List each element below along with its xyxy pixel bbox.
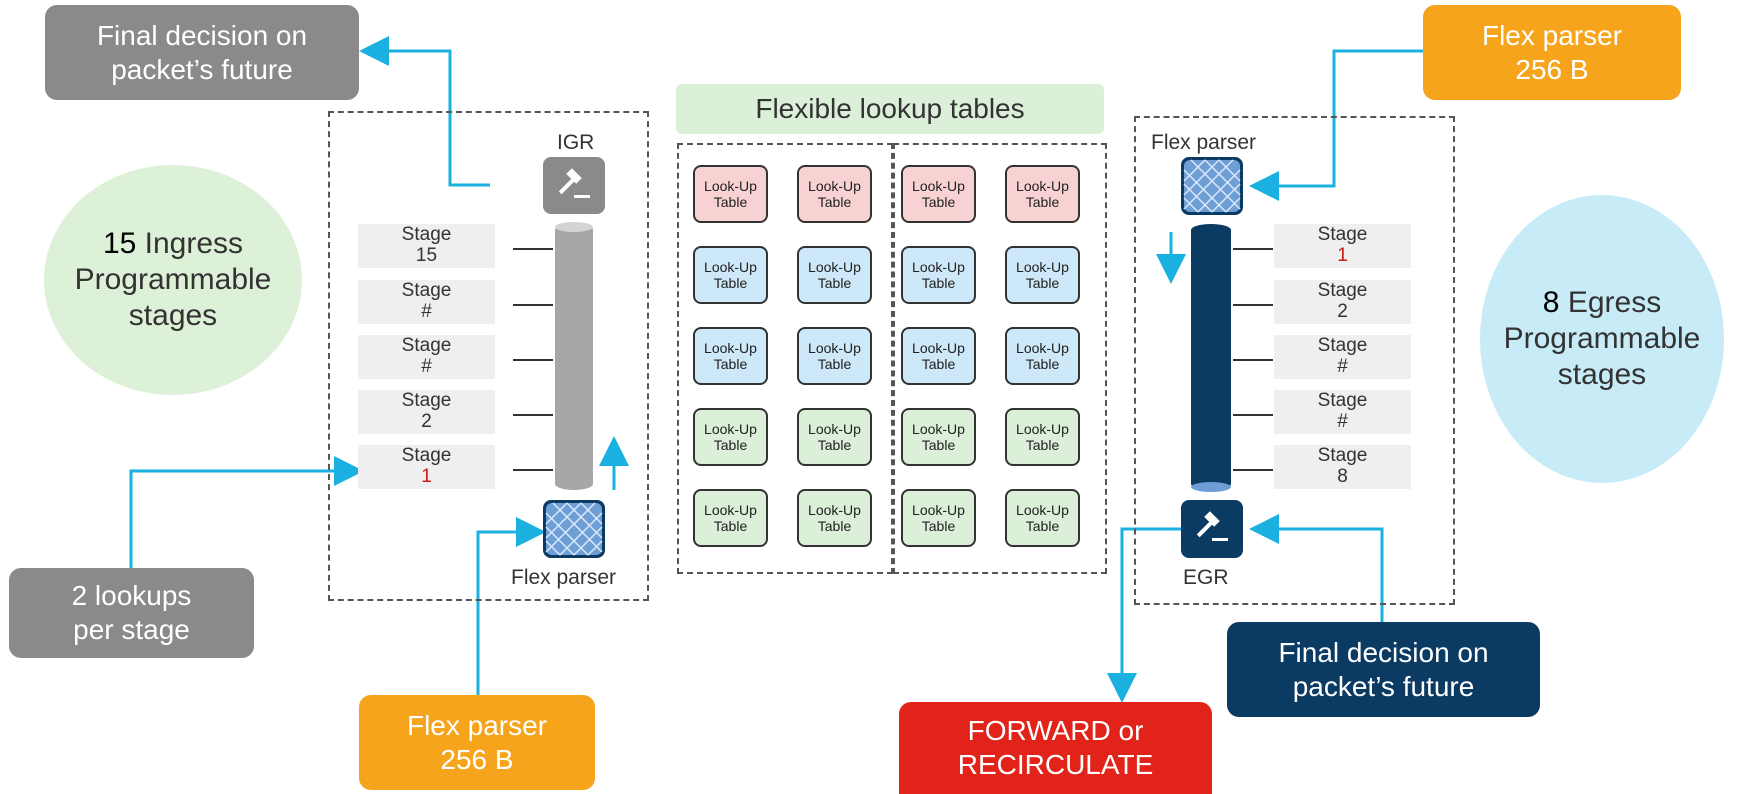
ingress-stage-1: Stage 1 — [358, 445, 495, 489]
egress-circle-line1: Egress — [1567, 286, 1662, 319]
ingress-pipe — [555, 224, 593, 490]
ingress-circle-line3: stages — [128, 299, 218, 332]
egress-tick — [1233, 469, 1273, 471]
ingress-tick — [513, 359, 553, 361]
lookup-group-right — [893, 143, 1107, 574]
forward-recirculate-callout: FORWARD or RECIRCULATE — [899, 702, 1212, 794]
ingress-pipeline-box — [328, 111, 649, 601]
arrow-igr-to-decision — [359, 36, 490, 187]
igr-gavel-icon — [543, 157, 605, 214]
ingress-stage-2: Stage 2 — [358, 390, 495, 434]
egr-label: EGR — [1183, 566, 1229, 589]
igr-label: IGR — [557, 131, 595, 154]
egress-tick — [1233, 414, 1273, 416]
ingress-tick — [513, 248, 553, 250]
arrow-parser-callout-to-parser — [476, 517, 546, 695]
lookup-title: Flexible lookup tables — [755, 93, 1025, 124]
egress-tick — [1233, 304, 1273, 306]
egress-pipeline-box — [1134, 116, 1455, 605]
egress-parser-callout: Flex parser 256 B — [1423, 5, 1681, 100]
egress-stages-circle: 8 Egress Programmable stages — [1480, 195, 1724, 483]
ingress-pipe-cap — [555, 222, 593, 232]
ingress-circle-line1: Ingress — [144, 227, 244, 260]
ingress-stage-hash-b: Stage # — [358, 335, 495, 379]
egress-tick — [1233, 248, 1273, 250]
ingress-tick — [513, 469, 553, 471]
ingress-stages-circle: 15 Ingress Programmable stages — [44, 165, 302, 395]
egress-stage-hash-b: Stage # — [1274, 390, 1411, 434]
egress-stage-hash-a: Stage # — [1274, 335, 1411, 379]
ingress-tick — [513, 414, 553, 416]
egress-decision-text: Final decision on packet’s future — [1278, 636, 1489, 702]
lookup-title-banner: Flexible lookup tables — [676, 84, 1104, 134]
ingress-stage-hash-a: Stage # — [358, 280, 495, 324]
ingress-stage-15: Stage 15 — [358, 224, 495, 268]
egress-circle-line2: Programmable — [1503, 322, 1701, 355]
ingress-decision-callout: Final decision on packet’s future — [45, 5, 359, 100]
egr-gavel-icon — [1181, 500, 1243, 558]
egress-stage-8: Stage 8 — [1274, 445, 1411, 489]
ingress-parser-callout: Flex parser 256 B — [359, 695, 595, 790]
arrow-egress-decision-to-egr — [1249, 514, 1384, 622]
egress-stage-1: Stage 1 — [1274, 224, 1411, 268]
lookup-group-left — [677, 143, 893, 574]
egress-parser-icon — [1181, 157, 1243, 215]
egress-parser-label: Flex parser — [1151, 131, 1257, 154]
egress-pipe-cap — [1191, 482, 1231, 492]
ingress-parser-label: Flex parser — [511, 566, 617, 589]
egress-decision-callout: Final decision on packet’s future — [1227, 622, 1540, 717]
arrow-lookups-to-stage1 — [129, 456, 364, 568]
egress-circle-line3: stages — [1557, 358, 1647, 391]
ingress-stage-count: 15 — [102, 227, 137, 260]
egress-stage-count: 8 — [1542, 286, 1560, 319]
arrow-egr-to-forward — [1107, 527, 1181, 703]
lookups-per-stage-callout: 2 lookups per stage — [9, 568, 254, 658]
egress-pipe — [1191, 224, 1231, 490]
ingress-decision-text: Final decision on packet’s future — [96, 19, 308, 85]
arrow-egress-parser-callout — [1249, 49, 1423, 201]
egress-tick — [1233, 359, 1273, 361]
ingress-tick — [513, 304, 553, 306]
egress-stage-2: Stage 2 — [1274, 280, 1411, 324]
ingress-circle-line2: Programmable — [74, 263, 272, 296]
ingress-parser-icon — [543, 500, 605, 558]
